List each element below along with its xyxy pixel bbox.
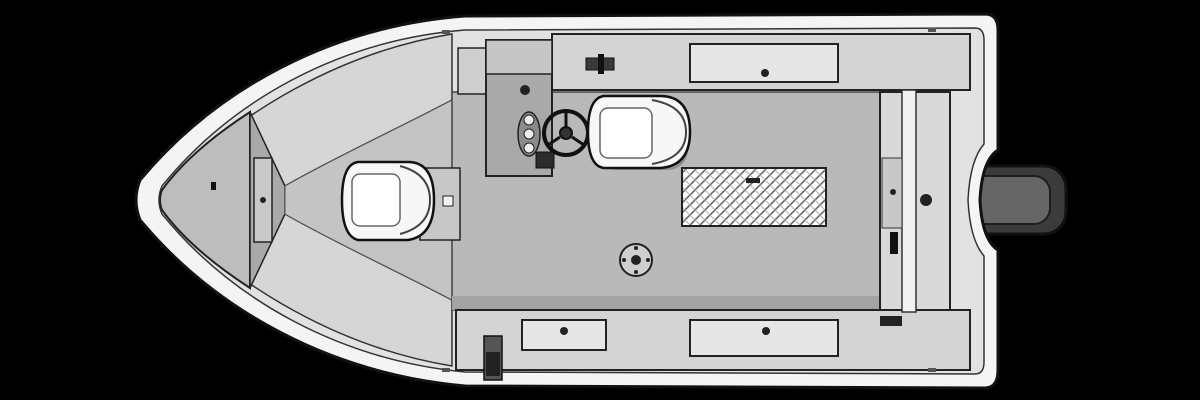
console-vent (520, 85, 530, 95)
battery-switch (890, 232, 898, 254)
seat-latch (442, 195, 454, 207)
deck-shadow-bottom (452, 296, 880, 310)
hatch-handle (746, 178, 760, 183)
locker-latch (762, 327, 770, 335)
front-seat[interactable] (340, 160, 461, 242)
rail-mark (442, 368, 450, 372)
drain-icon (619, 243, 653, 277)
bow-tip (159, 110, 251, 290)
port-storage-locker[interactable] (689, 43, 839, 83)
rail-mark (928, 28, 936, 32)
rail-mark (442, 30, 450, 34)
starboard-locker-rear[interactable] (689, 319, 839, 357)
transom-panel (901, 89, 917, 313)
starboard-locker-front[interactable] (521, 319, 607, 351)
bow-hatch[interactable] (253, 157, 273, 243)
console (457, 39, 553, 177)
cleat (585, 54, 615, 74)
rod-holder (483, 335, 503, 381)
stern-cleat (880, 316, 902, 326)
gauges (517, 111, 541, 157)
transom-drain (890, 189, 896, 195)
switch-panel (535, 151, 555, 169)
bow-hatch-latch (260, 197, 266, 203)
rail-mark (928, 368, 936, 372)
driver-seat[interactable] (586, 94, 692, 170)
bow-light (211, 182, 216, 190)
locker-latch (560, 327, 568, 335)
locker-latch (761, 69, 769, 77)
diamond-plate-hatch[interactable] (681, 167, 827, 227)
motor-pivot (920, 194, 932, 206)
